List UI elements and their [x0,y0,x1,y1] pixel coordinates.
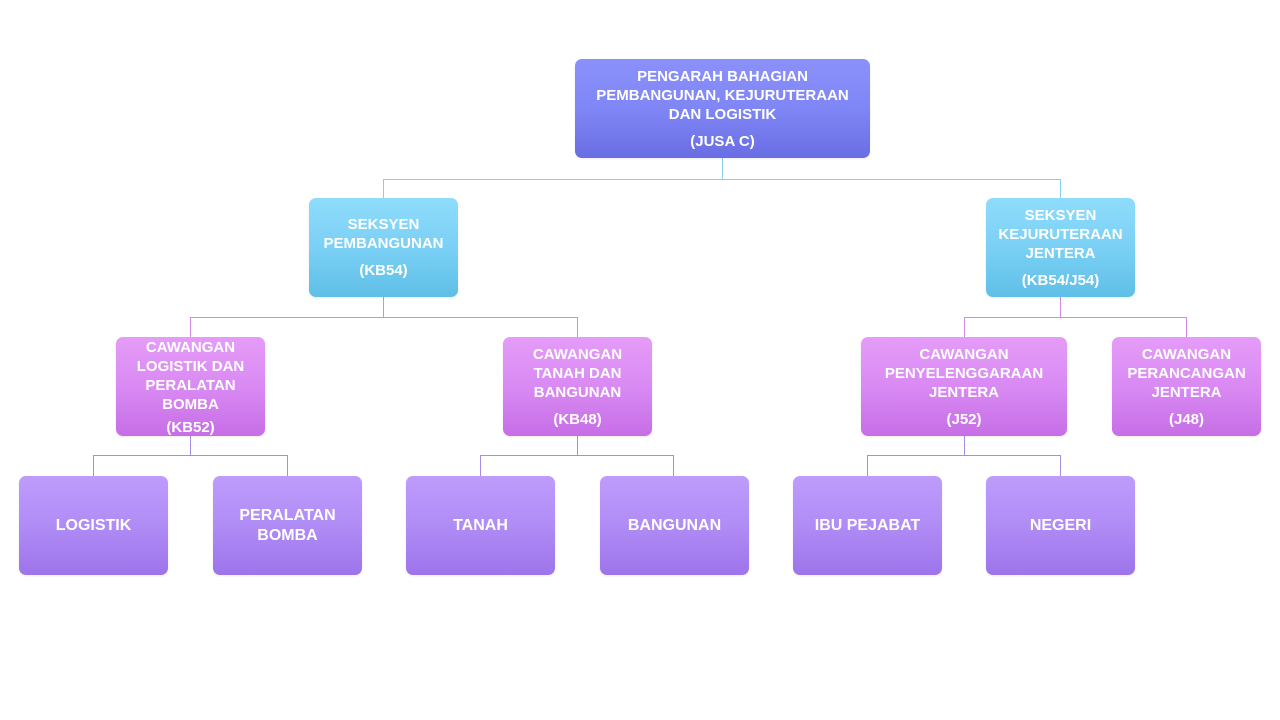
connector-head-down [722,158,723,179]
connector-to-cawangan-penyelenggaraan [964,317,965,337]
node-unit-negeri-title: NEGERI [1029,516,1092,534]
node-seksyen-pembangunan-title: SEKSYEN PEMBANGUNAN [323,216,444,252]
connector-head-bar [383,179,1061,180]
connector-to-seksyen-pembangunan [383,179,384,199]
connector-kejuruteraan-bar [964,317,1187,318]
connector-j52-bar [867,455,1061,456]
connector-kb48-bar [480,455,674,456]
node-cawangan-tanah-bangunan[interactable]: CAWANGAN TANAH DAN BANGUNAN (KB48) [503,337,652,436]
node-pengarah-grade: (JUSA C) [690,132,755,150]
connector-to-cawangan-logistik [190,317,191,337]
connector-pembangunan-bar [190,317,578,318]
node-seksyen-pembangunan-grade: (KB54) [359,262,408,279]
node-seksyen-kejuruteraan-jentera-grade: (KB54/J54) [1021,271,1100,289]
node-unit-tanah-title: TANAH [453,516,508,534]
node-cawangan-perancangan-jentera-grade: (J48) [1168,410,1205,428]
node-cawangan-logistik-peralatan-bomba-grade: (KB52) [166,419,215,436]
node-unit-bangunan-title: BANGUNAN [627,516,722,534]
node-unit-ibu-pejabat-title: IBU PEJABAT [814,516,921,534]
connector-to-peralatan-bomba [287,455,288,476]
connector-kb52-down [190,436,191,455]
node-unit-ibu-pejabat[interactable]: IBU PEJABAT [793,476,942,575]
node-unit-peralatan-bomba[interactable]: PERALATAN BOMBA [213,476,362,575]
node-unit-bangunan[interactable]: BANGUNAN [600,476,749,575]
connector-to-cawangan-perancangan [1186,317,1187,337]
connector-to-bangunan [673,455,674,476]
connector-to-ibu-pejabat [867,455,868,476]
node-cawangan-penyelenggaraan-jentera[interactable]: CAWANGAN PENYELENGGARAAN JENTERA (J52) [861,337,1067,436]
node-cawangan-tanah-bangunan-title: CAWANGAN TANAH DAN BANGUNAN [532,345,623,401]
node-pengarah[interactable]: PENGARAH BAHAGIAN PEMBANGUNAN, KEJURUTER… [575,59,870,158]
connector-kejuruteraan-down [1060,297,1061,317]
node-cawangan-tanah-bangunan-grade: (KB48) [553,410,602,428]
connector-to-logistik [93,455,94,476]
node-seksyen-kejuruteraan-jentera-title: SEKSYEN KEJURUTERAAN JENTERA [998,206,1123,262]
node-cawangan-logistik-peralatan-bomba-title: CAWANGAN LOGISTIK DAN PERALATAN BOMBA [136,339,245,413]
node-cawangan-perancangan-jentera-title: CAWANGAN PERANCANGAN JENTERA [1127,345,1246,401]
connector-pembangunan-down [383,297,384,317]
node-unit-peralatan-bomba-title: PERALATAN BOMBA [239,506,336,544]
node-unit-tanah[interactable]: TANAH [406,476,555,575]
node-unit-logistik-title: LOGISTIK [55,516,132,534]
connector-kb52-bar [93,455,288,456]
node-seksyen-kejuruteraan-jentera[interactable]: SEKSYEN KEJURUTERAAN JENTERA (KB54/J54) [986,198,1135,297]
node-cawangan-penyelenggaraan-jentera-grade: (J52) [946,410,982,428]
node-unit-logistik[interactable]: LOGISTIK [19,476,168,575]
node-cawangan-logistik-peralatan-bomba[interactable]: CAWANGAN LOGISTIK DAN PERALATAN BOMBA (K… [116,337,265,436]
connector-to-negeri [1060,455,1061,476]
connector-to-seksyen-kejuruteraan [1060,179,1061,199]
connector-j52-down [964,436,965,455]
node-seksyen-pembangunan[interactable]: SEKSYEN PEMBANGUNAN (KB54) [309,198,458,297]
node-pengarah-title: PENGARAH BAHAGIAN PEMBANGUNAN, KEJURUTER… [596,67,849,123]
connector-kb48-down [577,436,578,455]
connector-to-cawangan-tanah [577,317,578,337]
connector-to-tanah [480,455,481,476]
node-unit-negeri[interactable]: NEGERI [986,476,1135,575]
node-cawangan-penyelenggaraan-jentera-title: CAWANGAN PENYELENGGARAAN JENTERA [884,345,1044,401]
node-cawangan-perancangan-jentera[interactable]: CAWANGAN PERANCANGAN JENTERA (J48) [1112,337,1261,436]
